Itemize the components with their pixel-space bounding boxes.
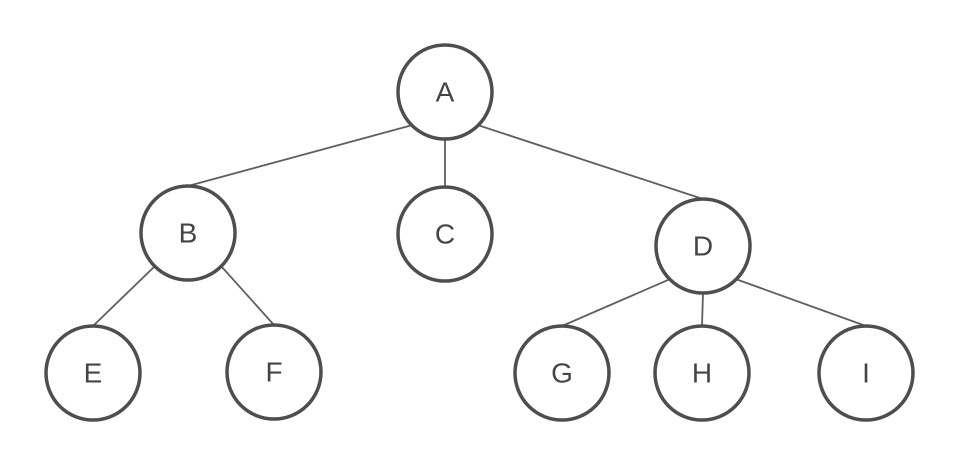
node-I: I <box>817 324 915 422</box>
edge-A-B <box>187 124 413 187</box>
node-F: F <box>225 323 323 421</box>
node-label-A: A <box>436 77 455 108</box>
edge-D-H <box>701 292 704 327</box>
node-C: C <box>396 185 494 283</box>
edge-B-F <box>220 265 275 326</box>
edge-D-G <box>561 278 671 327</box>
node-label-B: B <box>179 218 198 249</box>
node-label-I: I <box>862 358 870 389</box>
node-circle-G <box>513 324 611 422</box>
nodes-layer: A B C D E F G H I <box>44 43 915 422</box>
node-circle-A <box>396 43 494 141</box>
node-E: E <box>44 324 142 422</box>
node-B: B <box>139 184 237 282</box>
node-circle-D <box>654 197 752 295</box>
node-label-F: F <box>265 357 282 388</box>
node-label-C: C <box>435 219 455 250</box>
node-label-H: H <box>692 358 712 389</box>
edge-D-I <box>735 278 867 327</box>
node-label-E: E <box>84 358 103 389</box>
node-G: G <box>513 324 611 422</box>
edge-B-E <box>92 265 156 327</box>
edges-layer <box>92 124 867 327</box>
node-D: D <box>654 197 752 295</box>
node-label-G: G <box>551 358 573 389</box>
node-circle-E <box>44 324 142 422</box>
node-label-D: D <box>693 231 713 262</box>
edge-A-D <box>477 124 704 200</box>
node-A: A <box>396 43 494 141</box>
node-circle-C <box>396 185 494 283</box>
node-circle-B <box>139 184 237 282</box>
node-circle-H <box>653 324 751 422</box>
node-H: H <box>653 324 751 422</box>
node-circle-F <box>225 323 323 421</box>
node-circle-I <box>817 324 915 422</box>
